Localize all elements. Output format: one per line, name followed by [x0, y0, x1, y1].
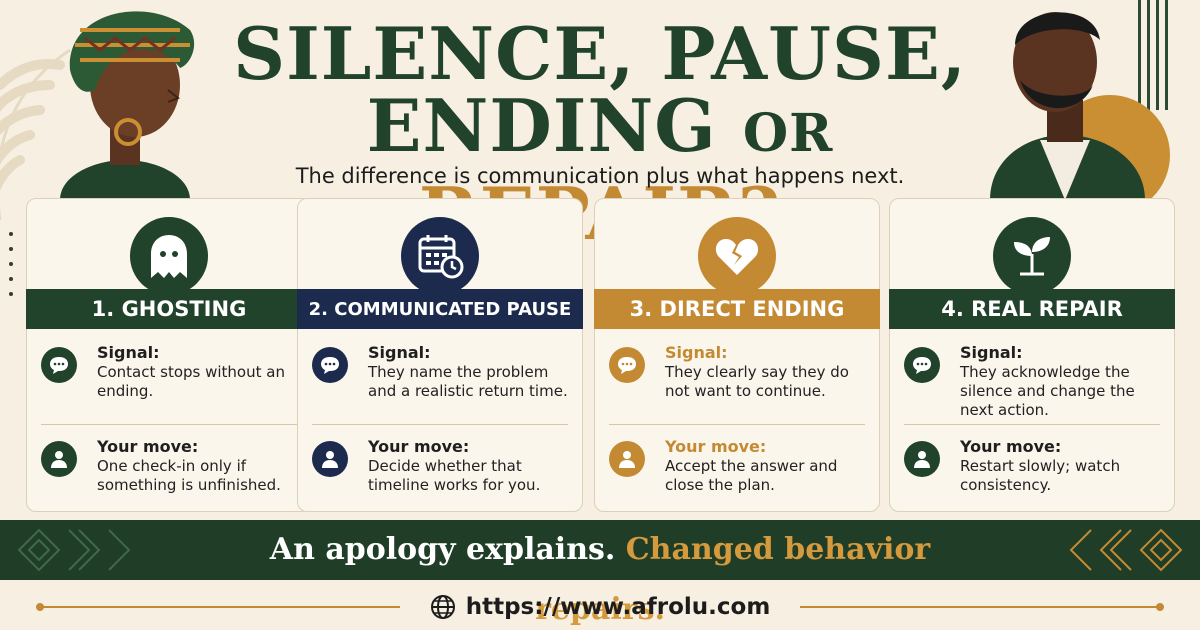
headline-line-1: SILENCE, PAUSE,: [233, 11, 967, 96]
headline-ending: ENDING: [366, 83, 717, 168]
footer: https://www.afrolu.com: [420, 590, 780, 624]
stripes-decoration: [1138, 0, 1170, 120]
card-communicated-pause: 2. COMMUNICATED PAUSE Signal: They name …: [297, 198, 583, 512]
bottom-banner: An apology explains. Changed behavior re…: [0, 520, 1200, 627]
banner-part-1: An apology explains.: [269, 532, 616, 567]
signal-text: They acknowledge the silence and change …: [960, 363, 1135, 419]
move-label: Your move:: [960, 437, 1062, 456]
man-portrait-illustration: [990, 12, 1145, 200]
card-divider: [904, 424, 1160, 425]
move-label: Your move:: [97, 437, 199, 456]
tribal-pattern-left: [17, 528, 131, 572]
chat-bubble-icon: [609, 347, 645, 383]
card-divider: [609, 424, 865, 425]
chat-bubble-icon: [312, 347, 348, 383]
move-text: One check-in only if something is unfini…: [97, 457, 281, 494]
website-link[interactable]: https://www.afrolu.com: [465, 594, 771, 620]
dots-decoration: [9, 232, 13, 307]
calendar-clock-icon: [401, 217, 479, 295]
card-divider: [312, 424, 568, 425]
footer-rule-right: [800, 603, 1164, 611]
person-icon: [312, 441, 348, 477]
person-icon: [609, 441, 645, 477]
card-direct-ending: 3. DIRECT ENDING Signal: They clearly sa…: [594, 198, 880, 512]
ghost-icon: [130, 217, 208, 295]
headline-or: OR: [742, 103, 834, 164]
person-icon: [41, 441, 77, 477]
signal-label: Signal:: [960, 343, 1023, 362]
card-heading: 3. DIRECT ENDING: [594, 289, 880, 329]
chat-bubble-icon: [904, 347, 940, 383]
tribal-pattern-right: [1069, 528, 1183, 572]
signal-text: They clearly say they do not want to con…: [665, 363, 849, 400]
move-label: Your move:: [665, 437, 767, 456]
move-text: Accept the answer and close the plan.: [665, 457, 838, 494]
broken-heart-icon: [698, 217, 776, 295]
move-text: Restart slowly; watch consistency.: [960, 457, 1121, 494]
sprout-icon: [993, 217, 1071, 295]
move-label: Your move:: [368, 437, 470, 456]
move-text: Decide whether that timeline works for y…: [368, 457, 541, 494]
globe-icon: [430, 595, 455, 619]
card-ghosting: 1. GHOSTING Signal: Contact stops withou…: [26, 198, 312, 512]
chat-bubble-icon: [41, 347, 77, 383]
palm-leaf-decoration: [0, 48, 71, 220]
card-heading: 2. COMMUNICATED PAUSE: [297, 289, 583, 329]
signal-label: Signal:: [97, 343, 160, 362]
person-icon: [904, 441, 940, 477]
card-heading: 1. GHOSTING: [26, 289, 312, 329]
card-divider: [41, 424, 297, 425]
banner-message: An apology explains. Changed behavior re…: [200, 520, 1000, 627]
signal-label: Signal:: [368, 343, 431, 362]
woman-portrait-illustration: [60, 11, 195, 200]
banner-part-2: Changed behavior repairs.: [535, 532, 931, 627]
signal-text: They name the problem and a realistic re…: [368, 363, 568, 400]
signal-label: Signal:: [665, 343, 728, 362]
card-real-repair: 4. REAL REPAIR Signal: They acknowledge …: [889, 198, 1175, 512]
subtitle: The difference is communication plus wha…: [295, 164, 905, 188]
signal-text: Contact stops without an ending.: [97, 363, 285, 400]
footer-rule-left: [36, 603, 400, 611]
card-heading: 4. REAL REPAIR: [889, 289, 1175, 329]
